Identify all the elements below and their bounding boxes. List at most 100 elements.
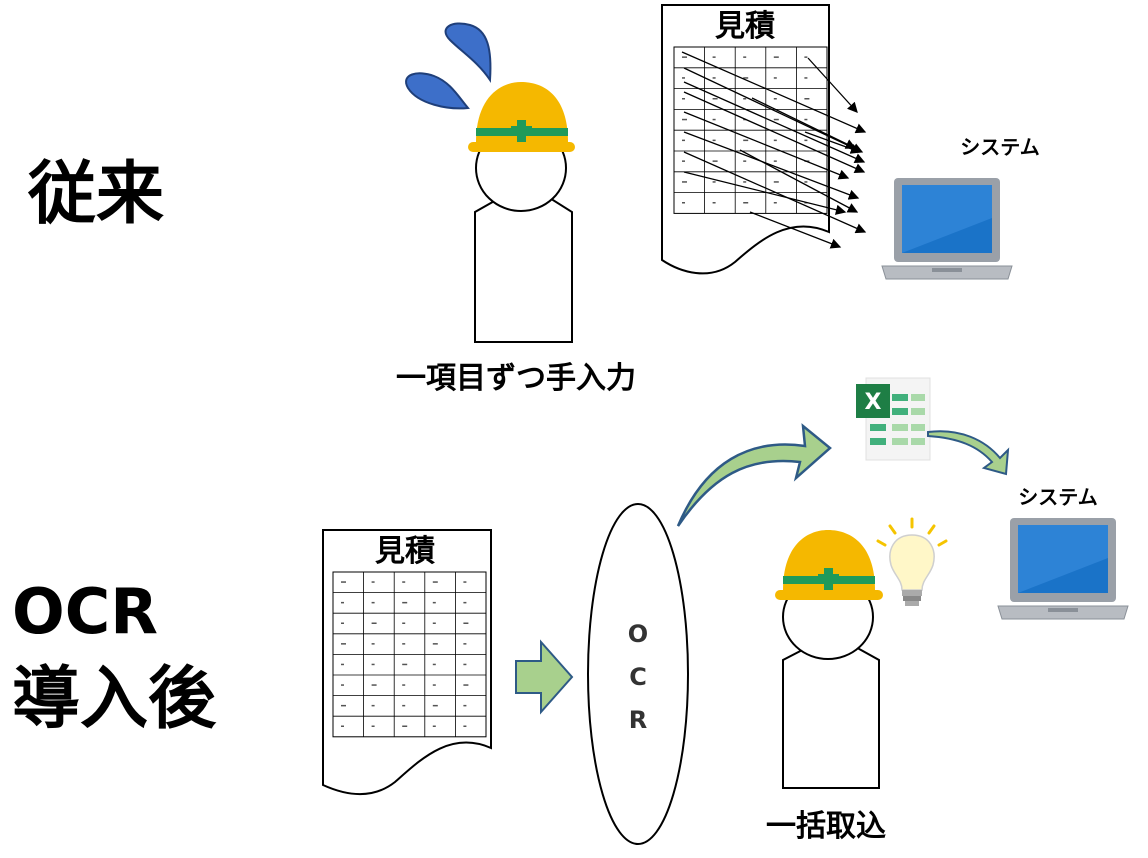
system-label: システム xyxy=(1018,485,1097,509)
document-title: 見積 xyxy=(375,534,435,569)
entry-arrow xyxy=(683,81,866,164)
entry-arrow xyxy=(681,51,867,134)
table-cell-mark xyxy=(463,622,469,624)
excel-icon: X xyxy=(856,377,931,461)
table-cell-mark xyxy=(804,118,808,121)
table-cell-mark xyxy=(743,181,747,183)
table-cell-mark xyxy=(371,643,375,645)
estimate-document: 見積 xyxy=(322,529,492,795)
table-cell-mark xyxy=(712,56,716,58)
table-cell-mark xyxy=(402,725,408,727)
table-cell-mark xyxy=(773,98,777,100)
table-cell-mark xyxy=(682,181,687,183)
table-cell-mark xyxy=(804,98,810,100)
table-cell-mark xyxy=(402,622,406,624)
table-cell-mark xyxy=(804,139,808,142)
entry-arrow xyxy=(749,211,842,249)
arrow-icon xyxy=(515,639,574,715)
table-cell-mark xyxy=(712,118,716,121)
entry-arrow xyxy=(683,111,850,180)
entry-arrow xyxy=(739,149,859,213)
table-cell-mark xyxy=(682,77,685,79)
table-cell-mark xyxy=(804,56,808,58)
table-cell-mark xyxy=(463,684,469,686)
manual-entry-arrows xyxy=(681,51,867,249)
estimate-document: 見積 xyxy=(661,4,830,275)
table-cell-mark xyxy=(341,581,346,583)
table-cell-mark xyxy=(402,643,406,645)
table-cell-mark xyxy=(682,202,685,204)
ocr-letter: C xyxy=(629,663,647,691)
table-cell-mark xyxy=(463,643,467,645)
entry-arrow xyxy=(683,91,866,174)
table-cell-mark xyxy=(432,643,438,645)
ocr-engine: O C R xyxy=(587,503,689,845)
table-cell-mark xyxy=(341,704,346,707)
table-cell-mark xyxy=(371,622,377,624)
table-cell-mark xyxy=(773,160,777,162)
table-cell-mark xyxy=(712,77,716,79)
sweat-drop-icon xyxy=(405,22,492,110)
worker-icon xyxy=(468,82,575,343)
entry-arrow xyxy=(751,97,857,149)
after-label-ocr: OCR xyxy=(12,575,158,648)
table-cell-mark xyxy=(682,118,687,121)
table-cell-mark xyxy=(341,684,344,686)
table-cell-mark xyxy=(371,725,375,727)
table-cell-mark xyxy=(712,160,718,162)
light-bulb-icon xyxy=(876,517,948,606)
table-cell-mark xyxy=(804,181,808,183)
after-label-introduction: 導入後 xyxy=(12,660,217,739)
table-cell-mark xyxy=(463,704,467,707)
table-cell-mark xyxy=(743,139,749,142)
table-cell-mark xyxy=(432,581,438,583)
table-cell-mark xyxy=(743,56,747,58)
estimate-table xyxy=(332,571,487,738)
arrow-icon xyxy=(676,423,832,527)
table-cell-mark xyxy=(712,202,716,204)
laptop-icon xyxy=(881,178,1013,280)
table-cell-mark xyxy=(432,663,436,666)
table-cell-mark xyxy=(402,684,406,686)
estimate-table xyxy=(673,46,828,214)
table-cell-mark xyxy=(432,601,436,604)
worker-icon xyxy=(775,530,883,789)
table-cell-mark xyxy=(341,622,344,624)
table-cell-mark xyxy=(463,601,467,604)
entry-arrow xyxy=(807,57,858,113)
table-cell-mark xyxy=(432,704,438,707)
table-cell-mark xyxy=(402,663,408,666)
entry-arrow xyxy=(683,171,847,215)
table-cell-mark xyxy=(371,601,375,604)
table-cell-mark xyxy=(463,663,467,666)
table-cell-mark xyxy=(773,181,779,183)
entry-arrow xyxy=(683,67,864,153)
before-caption: 一項目ずつ手入力 xyxy=(396,361,636,396)
table-cell-mark xyxy=(432,622,436,624)
table-cell-mark xyxy=(743,77,749,79)
table-cell-mark xyxy=(682,56,687,58)
table-cell-mark xyxy=(463,581,467,583)
table-cell-mark xyxy=(773,77,777,79)
table-cell-mark xyxy=(773,139,777,142)
table-cell-mark xyxy=(432,684,436,686)
excel-letter: X xyxy=(865,390,882,415)
entry-arrow xyxy=(683,131,860,200)
table-cell-mark xyxy=(371,581,375,583)
ocr-letter: R xyxy=(629,706,647,734)
table-cell-mark xyxy=(743,98,747,100)
table-cell-mark xyxy=(682,139,685,142)
document-title: 見積 xyxy=(715,9,775,44)
table-cell-mark xyxy=(682,98,685,100)
after-caption: 一括取込 xyxy=(766,809,886,844)
table-cell-mark xyxy=(371,663,375,666)
table-cell-mark xyxy=(804,77,808,79)
ocr-letter: O xyxy=(628,620,648,648)
table-cell-mark xyxy=(341,663,344,666)
table-cell-mark xyxy=(341,643,346,645)
table-cell-mark xyxy=(402,601,408,604)
table-cell-mark xyxy=(432,725,436,727)
system-label: システム xyxy=(960,135,1039,159)
table-cell-mark xyxy=(712,181,716,183)
